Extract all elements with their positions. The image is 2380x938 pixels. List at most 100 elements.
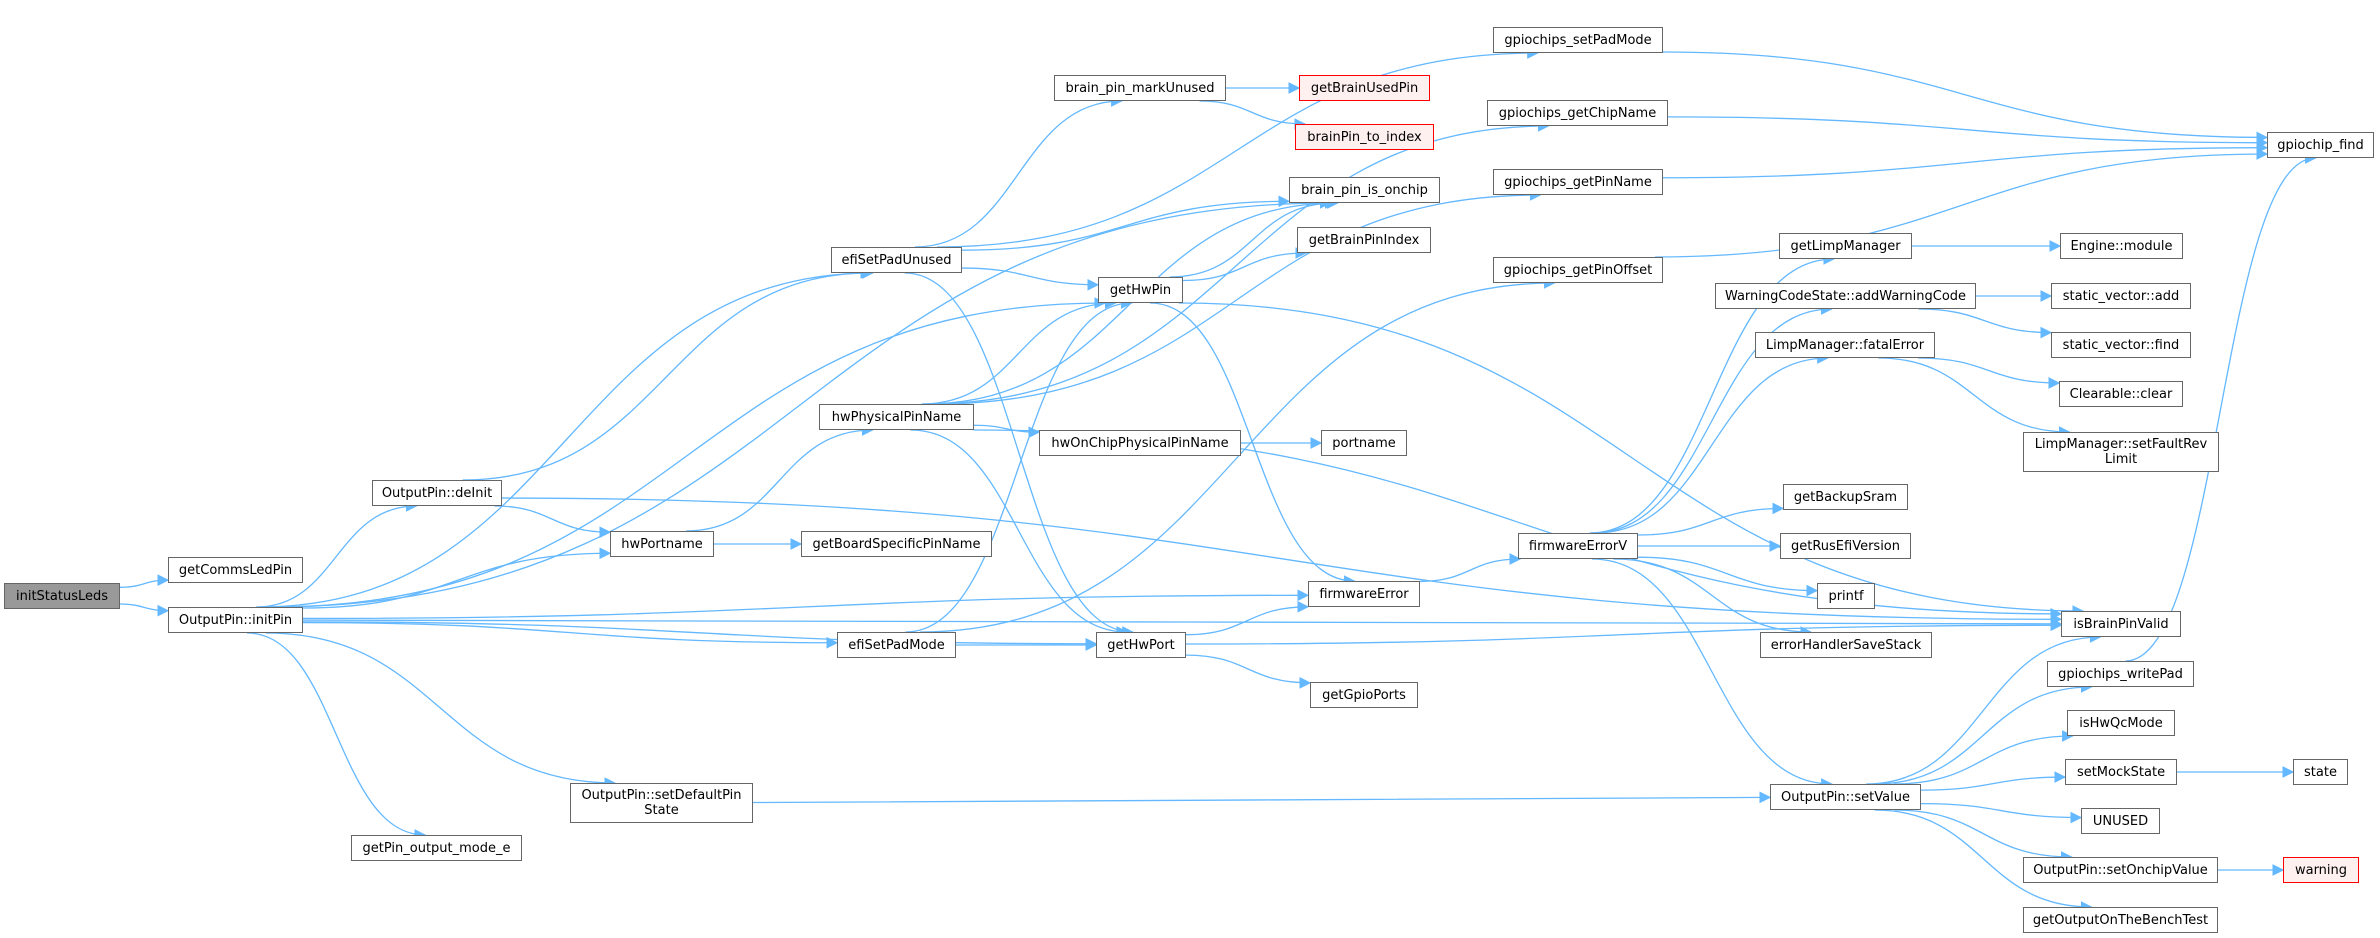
edge-setValue-to-setOnchipValue <box>1894 809 2073 863</box>
node-portname[interactable]: portname <box>1321 430 1407 456</box>
node-firmwareError[interactable]: firmwareError <box>1308 581 1420 607</box>
edge-initPin-to-getPin_output_mode_e <box>246 632 427 841</box>
edge-setValue-to-UNUSED <box>1920 802 2083 824</box>
edge-gpiochips_getPinName-to-gpiochip_find <box>1662 141 2269 179</box>
node-limpmanager-setFaultRevLimit[interactable]: LimpManager::setFaultRev Limit <box>2023 432 2219 472</box>
edge-hwPhysicalPinName-to-isBrainPinValid <box>973 429 2063 620</box>
node-gpiochip_find[interactable]: gpiochip_find <box>2267 132 2374 158</box>
edge-hwPortname-to-hwPhysicalPinName <box>686 424 874 532</box>
node-getBrainPinIndex[interactable]: getBrainPinIndex <box>1297 227 1431 253</box>
node-brain_pin_is_onchip[interactable]: brain_pin_is_onchip <box>1289 177 1440 203</box>
node-getBrainUsedPin[interactable]: getBrainUsedPin <box>1299 75 1430 101</box>
edge-fatalError-to-Clearable_clear <box>1918 357 2061 389</box>
node-getGpioPorts[interactable]: getGpioPorts <box>1310 682 1418 708</box>
node-clearable-clear[interactable]: Clearable::clear <box>2059 381 2183 407</box>
node-gpiochips_writePad[interactable]: gpiochips_writePad <box>2047 661 2194 687</box>
edge-setValue-to-setMockState <box>1920 771 2067 791</box>
node-efiSetPadUnused[interactable]: efiSetPadUnused <box>831 247 962 273</box>
node-setMockState[interactable]: setMockState <box>2065 759 2177 785</box>
edge-getHwPin-to-isBrainPinValid <box>1178 302 2085 617</box>
node-isBrainPinValid[interactable]: isBrainPinValid <box>2061 611 2181 637</box>
node-warning[interactable]: warning <box>2283 857 2359 883</box>
edge-firmwareErrorV-to-printf <box>1637 556 1819 597</box>
edge-firmwareErrorV-to-fatalError <box>1595 352 1829 534</box>
edge-initPin-to-getHwPin <box>271 297 1107 608</box>
node-getHwPort[interactable]: getHwPort <box>1096 632 1186 658</box>
edge-initPin-to-setDefaultPinState <box>265 632 617 789</box>
node-outputpin-setValue[interactable]: OutputPin::setValue <box>1770 784 1921 810</box>
node-getOutputOnTheBenchTest[interactable]: getOutputOnTheBenchTest <box>2023 907 2218 933</box>
node-warningcodestate-addWarningCode[interactable]: WarningCodeState::addWarningCode <box>1715 283 1976 309</box>
node-isHwQcMode[interactable]: isHwQcMode <box>2067 710 2175 736</box>
node-outputpin-deinit[interactable]: OutputPin::deInit <box>372 480 502 506</box>
node-outputpin-setOnchipValue[interactable]: OutputPin::setOnchipValue <box>2023 857 2218 883</box>
edge-getHwPort-to-isBrainPinValid <box>1185 619 2063 645</box>
node-brainPin_to_index[interactable]: brainPin_to_index <box>1295 124 1434 150</box>
edge-initPin-to-isBrainPinValid <box>302 618 2063 630</box>
node-gpiochips_getPinOffset[interactable]: gpiochips_getPinOffset <box>1493 257 1663 283</box>
node-getCommsLedPin[interactable]: getCommsLedPin <box>168 557 303 583</box>
edge-hwPhysicalPinName-to-gpiochips_getPinName <box>934 189 1542 405</box>
edge-hwPhysicalPinName-to-getHwPin <box>921 297 1117 405</box>
node-limpmanager-fatalError[interactable]: LimpManager::fatalError <box>1755 332 1935 358</box>
edge-efiSetPadUnused-to-brain_pin_is_onchip <box>961 195 1291 251</box>
node-outputpin-initpin[interactable]: OutputPin::initPin <box>168 607 303 633</box>
node-getBackupSram[interactable]: getBackupSram <box>1783 484 1908 510</box>
edge-getHwPort-to-getGpioPorts <box>1185 654 1312 689</box>
edge-initStatusLeds-to-initPin <box>119 603 170 617</box>
edge-initPin-to-deInit <box>256 500 418 608</box>
node-getRusEfiVersion[interactable]: getRusEfiVersion <box>1780 533 1911 559</box>
node-brain_pin_markUnused[interactable]: brain_pin_markUnused <box>1054 75 1226 101</box>
edge-setValue-to-isBrainPinValid <box>1866 631 2102 785</box>
edge-brain_pin_markUnused-to-brainPin_to_index <box>1199 100 1307 130</box>
edge-setValue-to-isHwQcMode <box>1893 730 2074 785</box>
edge-efiSetPadUnused-to-getHwPort <box>904 272 1134 638</box>
edge-setValue-to-getOutputOnTheBenchTest <box>1874 809 2093 913</box>
node-efiSetPadMode[interactable]: efiSetPadMode <box>837 632 956 658</box>
edge-firmwareError-to-firmwareErrorV <box>1419 553 1522 583</box>
node-state[interactable]: state <box>2293 759 2348 785</box>
node-initStatusLeds: initStatusLeds <box>4 583 120 609</box>
edge-initPin-to-efiSetPadUnused <box>259 267 874 608</box>
node-gpiochips_getPinName[interactable]: gpiochips_getPinName <box>1493 169 1663 195</box>
edge-firmwareErrorV-to-getBackupSram <box>1637 502 1785 536</box>
edge-deInit-to-isBrainPinValid <box>501 497 2063 626</box>
edge-fatalError-to-setFaultRevLimit <box>1878 357 2071 438</box>
node-outputpin-setDefaultPinState[interactable]: OutputPin::setDefaultPin State <box>570 783 753 823</box>
edge-setValue-to-gpiochips_writePad <box>1874 681 2093 785</box>
edge-deInit-to-efiSetPadUnused <box>462 267 873 481</box>
edge-efiSetPadMode-to-gpiochips_getPinOffset <box>920 277 1556 633</box>
edge-firmwareErrorV-to-setValue <box>1591 558 1833 790</box>
edge-gpiochips_getPinOffset-to-gpiochip_find <box>1655 148 2269 258</box>
edge-getHwPin-to-firmwareError <box>1150 302 1356 587</box>
node-engine-module[interactable]: Engine::module <box>2060 233 2183 259</box>
node-static_vector-add[interactable]: static_vector::add <box>2051 283 2191 309</box>
edge-firmwareErrorV-to-addWarningCode <box>1591 303 1833 534</box>
node-firmwareErrorV[interactable]: firmwareErrorV <box>1518 533 1638 559</box>
node-gpiochips_getChipName[interactable]: gpiochips_getChipName <box>1487 100 1668 126</box>
node-getLimpManager[interactable]: getLimpManager <box>1779 233 1912 259</box>
edge-initStatusLeds-to-getCommsLedPin <box>119 574 170 588</box>
edge-getHwPin-to-brain_pin_is_onchip <box>1169 197 1337 278</box>
node-UNUSED[interactable]: UNUSED <box>2081 808 2160 834</box>
node-getPin_output_mode_e[interactable]: getPin_output_mode_e <box>351 835 522 861</box>
node-hwPortname[interactable]: hwPortname <box>610 531 714 557</box>
edge-deInit-to-hwPortname <box>494 505 612 539</box>
edge-gpiochips_getChipName-to-gpiochip_find <box>1667 116 2269 149</box>
node-getHwPin[interactable]: getHwPin <box>1098 277 1183 303</box>
edge-getHwPin-to-getBrainPinIndex <box>1182 247 1308 282</box>
edge-initPin-to-hwPortname <box>302 547 612 609</box>
node-printf[interactable]: printf <box>1817 583 1875 609</box>
edge-efiSetPadMode-to-getHwPin <box>905 297 1133 633</box>
node-gpiochips_setPadMode[interactable]: gpiochips_setPadMode <box>1493 27 1663 53</box>
node-hwOnChipPhysicalPinName[interactable]: hwOnChipPhysicalPinName <box>1039 430 1241 456</box>
node-static_vector-find[interactable]: static_vector::find <box>2051 332 2191 358</box>
edge-initPin-to-efiSetPadMode <box>302 621 839 649</box>
node-hwPhysicalPinName[interactable]: hwPhysicalPinName <box>819 404 974 430</box>
node-getBoardSpecificPinName[interactable]: getBoardSpecificPinName <box>801 531 992 557</box>
node-errorHandlerSaveStack[interactable]: errorHandlerSaveStack <box>1760 632 1932 658</box>
edge-addWarningCode-to-static_vector_find <box>1918 308 2053 339</box>
edge-efiSetPadUnused-to-brain_pin_markUnused <box>914 95 1123 248</box>
